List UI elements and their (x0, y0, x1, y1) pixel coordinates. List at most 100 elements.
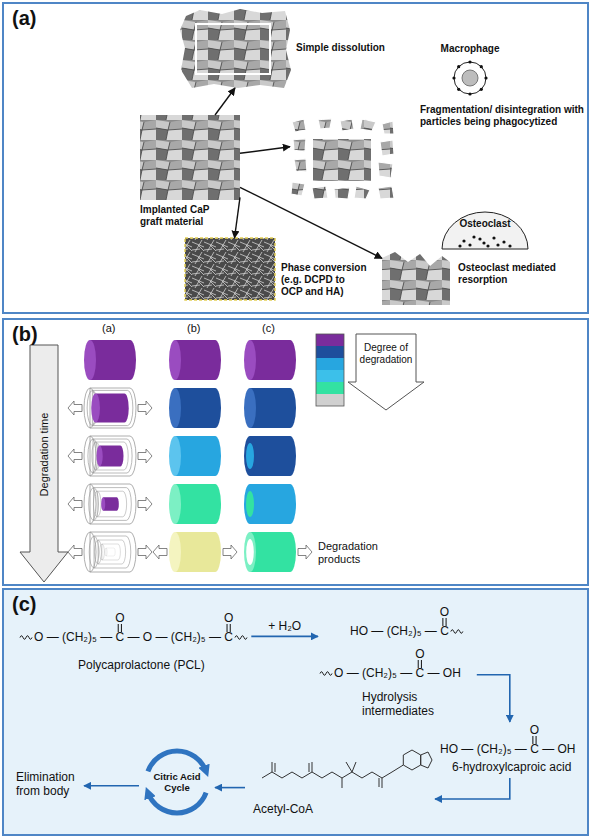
panel-frame: (b) (2, 318, 589, 586)
degradation-cylinder (68, 401, 152, 559)
sem-micrograph (382, 121, 394, 134)
degradation-cylinder (250, 436, 296, 476)
degradation-scale (316, 334, 344, 406)
degradation-cylinder (84, 388, 136, 428)
macrophage-symbol (468, 60, 471, 63)
chain-end (235, 636, 247, 640)
sem-micrograph (185, 238, 275, 300)
degradation-cylinder (94, 536, 131, 568)
degradation-cylinder (92, 442, 128, 470)
chemical-text: O (530, 723, 539, 737)
degradation-cylinder (169, 340, 181, 380)
degradation-cylinder (153, 545, 167, 559)
macrophage-symbol (452, 76, 455, 79)
chemical-text: HO — (CH₂)₅ — C — OH (440, 742, 576, 756)
degradation-cylinder (91, 394, 100, 423)
degradation-cylinder (244, 532, 256, 572)
degradation-cylinder (169, 484, 181, 524)
degradation-cylinder (89, 536, 131, 568)
chemical-text: Hydrolysis intermediates (362, 690, 442, 718)
osteoclast-symbol (442, 212, 528, 249)
degradation-cylinder (96, 446, 102, 467)
bond-marks (139, 744, 140, 745)
osteoclast-symbol (502, 240, 505, 243)
bond-marks (440, 722, 441, 723)
degradation-cylinder (244, 388, 256, 428)
degradation-cylinder (169, 532, 221, 572)
sem-micrograph (293, 138, 306, 152)
figure-label: Degradation time (38, 395, 51, 515)
acetyl-coa-structure (262, 765, 403, 778)
chemical-text: O (440, 605, 449, 619)
process-caption: Phase conversion (e.g. DCPD to OCP and H… (281, 262, 369, 298)
degradation-time-arrow (20, 345, 68, 582)
degradation-cylinder (244, 532, 296, 572)
degradation-cylinder (96, 394, 129, 423)
end-node: Elimination from body (16, 770, 84, 802)
bond-marks (452, 60, 453, 61)
degradation-cylinder (244, 484, 296, 524)
macrophage-symbol (454, 62, 486, 94)
osteoclast-symbol (492, 236, 495, 239)
sem-micrograph (294, 158, 307, 172)
chemical-text: O — (CH₂)₅ — C — OH (334, 666, 461, 680)
degradation-cylinder (96, 446, 123, 467)
macrophage-symbol (468, 92, 471, 95)
process-caption: Fragmentation/ disintegration with parti… (420, 104, 585, 128)
sem-micrograph (312, 186, 328, 199)
osteoclast-cell: Osteoclast (440, 210, 530, 250)
sem-image-node: Implanted CaP graft material (140, 115, 240, 200)
osteoclast-symbol (462, 239, 465, 242)
panel-label: (c) (12, 592, 36, 616)
osteoclast-symbol (478, 237, 481, 240)
bond-marks (440, 210, 441, 211)
chemical-structure: OHO — (CH₂)₅ — COO — (CH₂)₅ — C — OHHydr… (318, 604, 477, 722)
sem-micrograph (196, 24, 270, 74)
degradation-cylinder (101, 497, 119, 511)
degradation-cylinder (84, 532, 136, 572)
osteoclast-symbol (508, 244, 511, 247)
cycle-label: Citric Acid Cycle (150, 771, 204, 793)
macrophage-cell: Macrophage (452, 60, 488, 96)
degradation-cylinder (175, 436, 221, 476)
degradation-cylinder (244, 436, 296, 476)
sem-micrograph (360, 119, 376, 131)
degradation-cylinder (250, 484, 296, 524)
degradation-cylinder (138, 401, 152, 415)
sem-micrograph (292, 119, 306, 132)
degradation-cylinder (68, 449, 82, 463)
degradation-cylinder (106, 548, 115, 556)
flow-arrow (240, 147, 290, 154)
degradation-scale (316, 358, 344, 370)
degradation-scale (348, 334, 424, 410)
chemical-text: HO — (CH₂)₅ — C (350, 624, 449, 638)
degradation-cylinder (298, 545, 312, 559)
degradation-cylinder (93, 439, 132, 473)
degradation-scale (316, 370, 344, 382)
degradation-cylinder (84, 340, 136, 380)
chemical-text: Polycaprolactone (PCL) (78, 658, 205, 672)
flow-arrow (435, 778, 510, 799)
sem-micrograph (354, 186, 370, 199)
macrophage-symbol (452, 60, 488, 96)
cycle-arrows (148, 751, 206, 771)
acetyl-coa-structure (421, 752, 432, 768)
degradation-cylinder (68, 401, 82, 415)
sem-micrograph (140, 9, 450, 305)
bond-marks (290, 118, 291, 119)
bond-marks (4, 4, 5, 5)
sem-micrograph (380, 140, 394, 156)
chain-end (20, 636, 32, 640)
flow-arrow (251, 636, 318, 638)
degradation-cylinder (169, 484, 221, 524)
degradation-cylinder (250, 532, 296, 572)
sem-image-node: Fragmentation/ disintegration with parti… (290, 118, 395, 200)
degradation-cylinder (244, 436, 256, 476)
degradation-cylinder (169, 436, 221, 476)
chemical-text: Acetyl-CoA (253, 802, 313, 816)
osteoclast-symbol (486, 244, 489, 247)
sem-micrograph (291, 182, 305, 196)
degradation-cylinder (298, 545, 312, 559)
flow-arrow (477, 675, 510, 722)
macrophage-symbol (457, 88, 460, 91)
